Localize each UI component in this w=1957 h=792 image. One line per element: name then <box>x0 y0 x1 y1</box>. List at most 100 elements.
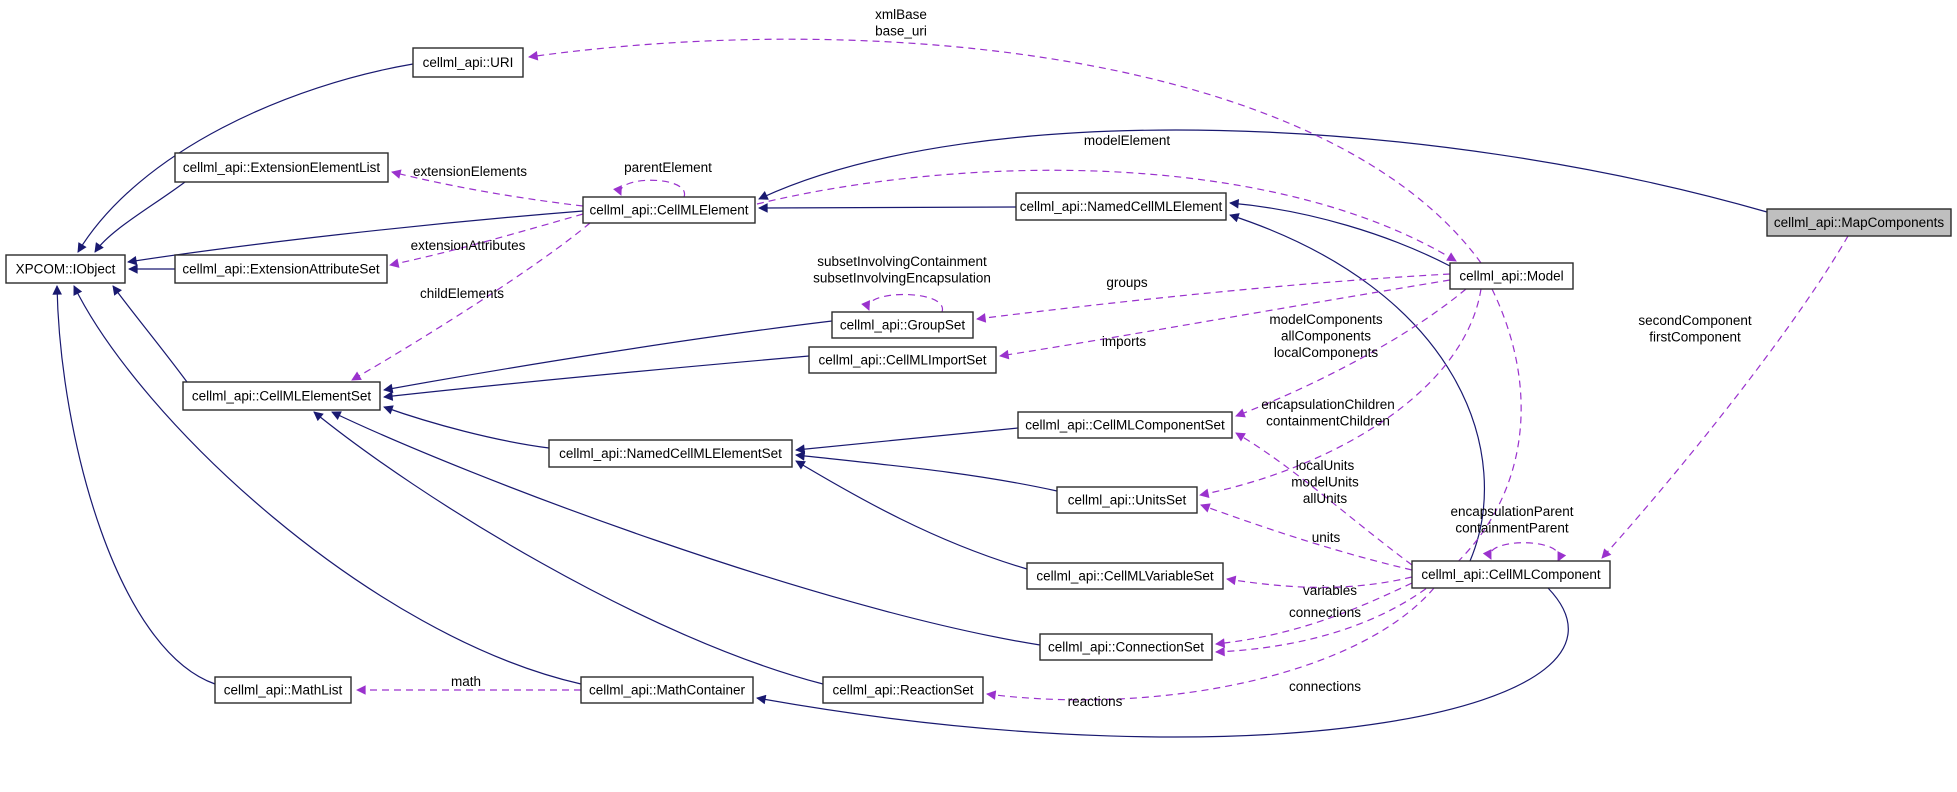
edge-inherit-namedset-elemset <box>383 405 550 449</box>
edge-label-cellcomp-reactset-0: reactions <box>1068 694 1123 709</box>
node-box-named[interactable] <box>1015 192 1227 221</box>
edge-label-element-extattr-0: extensionAttributes <box>411 238 526 253</box>
node-groupset[interactable]: cellml_api::GroupSet <box>831 311 974 339</box>
node-box-mapcomp[interactable] <box>1766 208 1952 237</box>
node-label-groupset: cellml_api::GroupSet <box>840 318 966 333</box>
node-label-cellcomp: cellml_api::CellMLComponent <box>1421 567 1601 582</box>
edge-label-model-unitsset-1: modelUnits <box>1291 475 1359 490</box>
node-label-extattr: cellml_api::ExtensionAttributeSet <box>182 262 380 277</box>
edge-usage-model-compset <box>1235 288 1467 418</box>
node-label-mathcont: cellml_api::MathContainer <box>589 683 746 698</box>
edge-inherit-elemset-iobject <box>112 285 188 383</box>
edge-usage-cellcomp-reactset <box>986 587 1435 701</box>
node-label-importset: cellml_api::CellMLImportSet <box>818 353 986 368</box>
node-box-element[interactable] <box>582 196 756 224</box>
edge-label-model-groupset-0: groups <box>1106 275 1148 290</box>
edge-usage-model-connset <box>1215 288 1522 657</box>
edge-label-cellcomp-cellcomp-1: containmentParent <box>1455 521 1569 536</box>
edge-label-element-elemset-0: childElements <box>420 286 504 301</box>
node-box-mathcont[interactable] <box>580 676 754 704</box>
node-label-extlist: cellml_api::ExtensionElementList <box>183 160 381 175</box>
node-uri[interactable]: cellml_api::URI <box>412 47 524 78</box>
edge-label-mathcont-mathlist-0: math <box>451 674 481 689</box>
edge-inherit-varset-namedset <box>795 460 1028 570</box>
node-label-element: cellml_api::CellMLElement <box>589 203 748 218</box>
edge-label-element-element-0: parentElement <box>624 160 712 175</box>
edge-usage-cellcomp-cellcomp <box>1482 542 1567 562</box>
node-iobject[interactable]: XPCOM::IObject <box>5 254 126 284</box>
edge-usage-model-unitsset <box>1199 288 1482 499</box>
node-mathlist[interactable]: cellml_api::MathList <box>214 676 352 704</box>
edge-usage-mapcomp-cellcomp <box>1601 235 1849 559</box>
node-extlist[interactable]: cellml_api::ExtensionElementList <box>174 152 389 183</box>
node-layer: XPCOM::IObject cellml_api::URIcellml_api:… <box>5 47 1952 704</box>
node-box-varset[interactable] <box>1026 562 1224 590</box>
edge-label-cellcomp-compset-0: encapsulationChildren <box>1261 397 1395 412</box>
node-box-groupset[interactable] <box>831 311 974 339</box>
edge-label-model-compset-0: modelComponents <box>1269 312 1383 327</box>
node-element[interactable]: cellml_api::CellMLElement <box>582 196 756 224</box>
node-mathcont[interactable]: cellml_api::MathContainer <box>580 676 754 704</box>
node-box-iobject[interactable] <box>5 254 126 284</box>
node-unitsset[interactable]: cellml_api::UnitsSet <box>1056 486 1198 514</box>
edge-inherit-reactset-elemset <box>313 411 824 685</box>
edge-inherit-cellcomp-mathcont <box>756 587 1569 738</box>
node-named[interactable]: cellml_api::NamedCellMLElement <box>1015 192 1227 221</box>
node-box-mathlist[interactable] <box>214 676 352 704</box>
edge-inherit-unitsset-namedset <box>795 451 1058 492</box>
node-mapcomp[interactable]: cellml_api::MapComponents <box>1766 208 1952 237</box>
edge-label-cellcomp-connset-0: connections <box>1289 605 1361 620</box>
edge-label-element-extlist-0: extensionElements <box>413 164 527 179</box>
edge-label-model-uri-0: xmlBase <box>875 7 927 22</box>
edge-usage-element-extattr <box>389 213 584 268</box>
edge-layer <box>52 38 1849 738</box>
edge-label-cellcomp-cellcomp-0: encapsulationParent <box>1450 504 1573 519</box>
node-box-extlist[interactable] <box>174 152 389 183</box>
node-varset[interactable]: cellml_api::CellMLVariableSet <box>1026 562 1224 590</box>
edge-usage-cellcomp-connset <box>1215 582 1413 648</box>
node-box-cellcomp[interactable] <box>1411 560 1611 589</box>
node-box-unitsset[interactable] <box>1056 486 1198 514</box>
edge-label-cellcomp-compset-1: containmentChildren <box>1266 414 1390 429</box>
node-box-namedset[interactable] <box>548 439 793 468</box>
edge-inherit-extlist-iobject <box>94 181 186 253</box>
edge-inherit-mathlist-iobject <box>52 285 216 685</box>
edge-inherit-named-element <box>758 203 1017 213</box>
node-namedset[interactable]: cellml_api::NamedCellMLElementSet <box>548 439 793 468</box>
node-box-connset[interactable] <box>1039 633 1213 661</box>
node-label-reactset: cellml_api::ReactionSet <box>832 683 973 698</box>
node-box-elemset[interactable] <box>182 381 381 411</box>
node-connset[interactable]: cellml_api::ConnectionSet <box>1039 633 1213 661</box>
node-reactset[interactable]: cellml_api::ReactionSet <box>822 676 984 704</box>
edge-label-mapcomp-cellcomp-1: firstComponent <box>1649 330 1741 345</box>
edge-label-element-model-0: modelElement <box>1084 133 1171 148</box>
edge-label-model-connset-0: connections <box>1289 679 1361 694</box>
node-extattr[interactable]: cellml_api::ExtensionAttributeSet <box>174 254 388 284</box>
edge-inherit-importset-elemset <box>383 355 810 401</box>
node-importset[interactable]: cellml_api::CellMLImportSet <box>808 346 997 374</box>
node-compset[interactable]: cellml_api::CellMLComponentSet <box>1017 411 1233 439</box>
node-box-extattr[interactable] <box>174 254 388 284</box>
node-model[interactable]: cellml_api::Model <box>1449 262 1574 290</box>
edge-usage-cellcomp-unitsset <box>1200 503 1413 571</box>
edge-label-groupset-groupset-1: subsetInvolvingEncapsulation <box>813 271 991 286</box>
node-box-uri[interactable] <box>412 47 524 78</box>
node-label-varset: cellml_api::CellMLVariableSet <box>1036 569 1214 584</box>
edge-label-model-unitsset-0: localUnits <box>1296 458 1355 473</box>
node-label-named: cellml_api::NamedCellMLElement <box>1020 199 1223 214</box>
node-label-namedset: cellml_api::NamedCellMLElementSet <box>559 446 782 461</box>
node-box-compset[interactable] <box>1017 411 1233 439</box>
edge-usage-cellcomp-compset <box>1235 432 1413 566</box>
node-cellcomp[interactable]: cellml_api::CellMLComponent <box>1411 560 1611 589</box>
node-label-compset: cellml_api::CellMLComponentSet <box>1025 418 1225 433</box>
node-box-importset[interactable] <box>808 346 997 374</box>
node-box-reactset[interactable] <box>822 676 984 704</box>
node-elemset[interactable]: cellml_api::CellMLElementSet <box>182 381 381 411</box>
node-box-model[interactable] <box>1449 262 1574 290</box>
edge-usage-element-element <box>613 179 685 198</box>
edge-usage-element-extlist <box>391 169 584 207</box>
edge-inherit-compset-namedset <box>795 427 1019 454</box>
edge-inherit-uri-iobject <box>77 63 414 253</box>
